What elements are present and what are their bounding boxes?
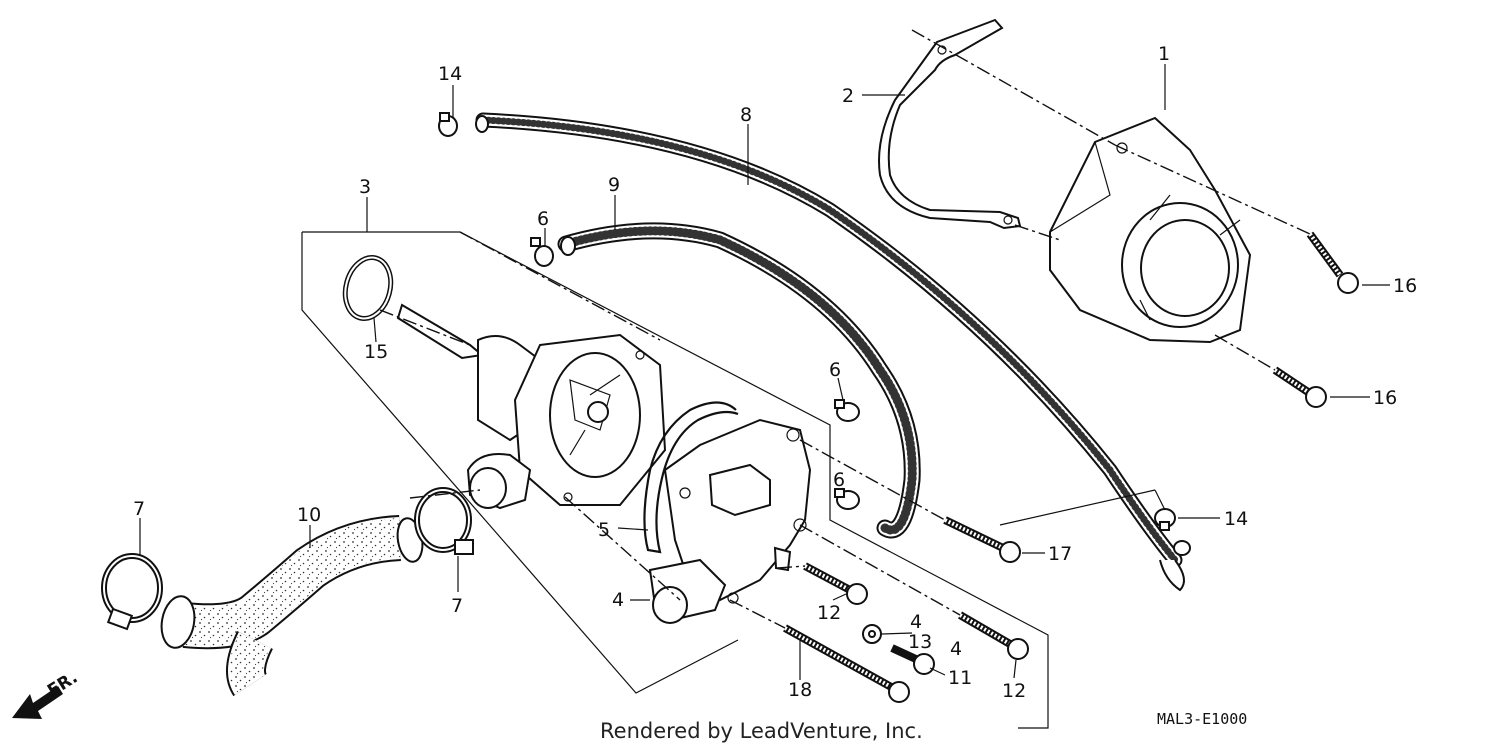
bolt-16-upper [1306,231,1359,294]
callout-18: 18 [788,679,812,701]
cover-gasket [878,18,1022,230]
callout-7-right: 7 [451,595,463,617]
callout-14-top: 14 [438,63,462,85]
alignment-lines [379,29,1311,629]
callout-17: 17 [1048,543,1072,565]
callout-1: 1 [1158,43,1170,65]
callout-12-right: 12 [1002,680,1026,702]
callout-5: 5 [598,519,610,541]
pump-cover [1049,116,1252,344]
bolt-12-right [957,611,1029,660]
small-clamp-14-right [1154,508,1176,531]
o-ring [342,255,394,321]
callout-15: 15 [364,341,388,363]
callout-10: 10 [297,504,321,526]
leader-lines [139,64,1390,680]
callout-16-upper: 16 [1393,275,1417,297]
callout-12-mid: 12 [817,602,841,624]
callout-6-mid: 6 [829,359,841,381]
render-credit: Rendered by LeadVenture, Inc. [600,719,923,743]
callout-2: 2 [842,85,854,107]
small-clamp-6-mid [834,399,860,422]
small-clamp-6-low [834,488,860,510]
callout-6-top: 6 [537,208,549,230]
bolt-16-lower [1272,366,1327,408]
callout-3: 3 [359,176,371,198]
hose-clamp-right [414,487,474,555]
radiator-hose [160,515,424,697]
bolt-11 [890,644,935,675]
diagram-code: MAL3-E1000 [1157,710,1247,728]
washer-13 [862,624,882,644]
callout-6-low: 6 [833,469,845,491]
hose-short [557,222,921,539]
callout-8: 8 [740,104,752,126]
small-clamp-14-top [438,112,458,137]
pump-housing [648,418,812,624]
front-arrow-icon [12,686,63,719]
front-direction-indicator: FR. [12,668,81,719]
callout-4-housing: 4 [612,589,624,611]
callout-9: 9 [608,174,620,196]
callout-13: 13 [908,631,932,653]
bolt-18 [783,624,910,703]
callout-7-left: 7 [133,498,145,520]
small-clamp-6-top [530,237,554,267]
callout-labels: 1 2 3 4 4 4 5 6 6 6 7 7 8 9 10 11 12 12 … [133,43,1417,702]
callout-4-washer: 4 [910,611,922,633]
callout-4-bolt: 4 [950,638,962,660]
bolt-17 [943,516,1021,563]
hose-clamp-left [101,553,163,631]
pump-gasket [643,401,739,554]
pump-body [396,303,667,510]
bolt-12-mid [803,562,868,605]
callout-11: 11 [948,667,972,689]
callout-16-lower: 16 [1373,387,1397,409]
callout-14-right: 14 [1224,508,1248,530]
